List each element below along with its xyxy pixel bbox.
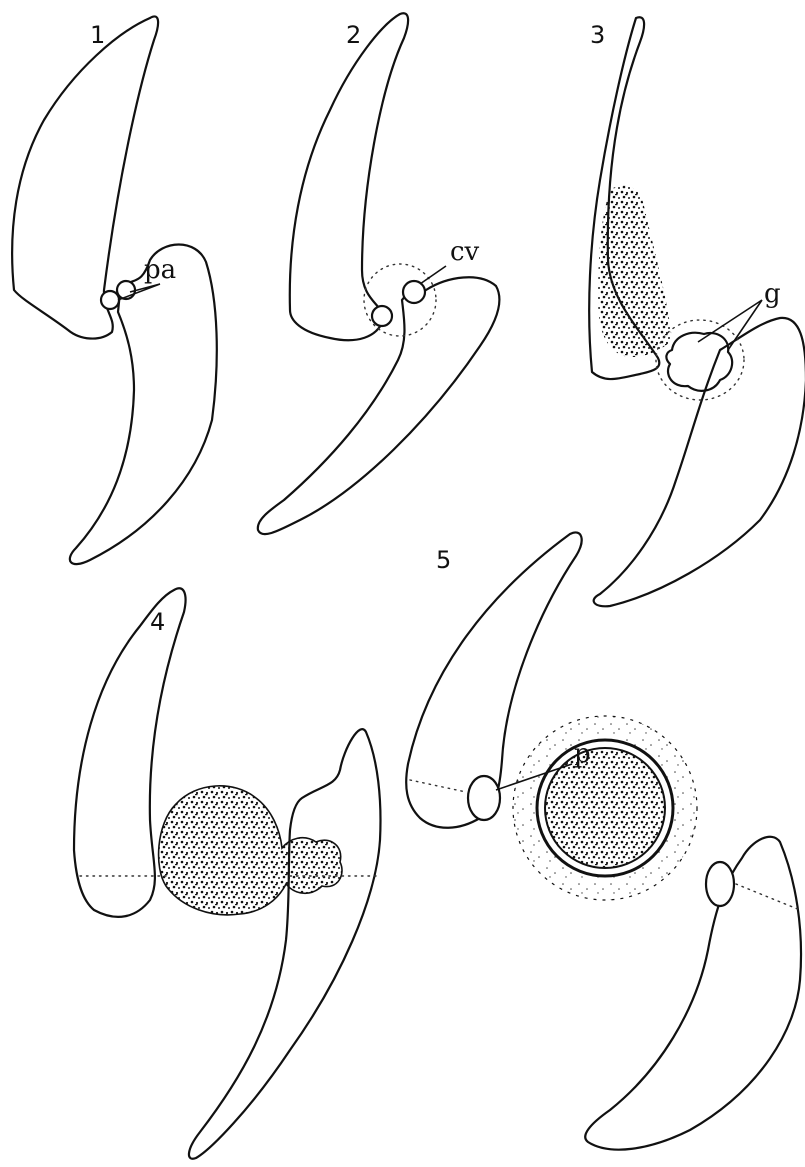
panel-2-number: 2 xyxy=(346,21,361,49)
panel-1-lower-cell xyxy=(70,245,217,565)
panel-5-upper-axis xyxy=(410,780,466,792)
panel-1-gamete-left xyxy=(101,291,119,309)
panel-5-lower-axis xyxy=(736,884,800,910)
panel-3-g-label: g xyxy=(764,279,781,309)
panel-3-lower-cell xyxy=(594,318,805,606)
panel-5-zygote-inner xyxy=(545,748,665,868)
panel-2-gamete-right xyxy=(403,281,425,303)
panel-2-cv-label: cv xyxy=(450,237,480,267)
panel-5-p-label: p xyxy=(574,739,591,769)
panel-2: 2 cv xyxy=(258,13,500,534)
panel-5-number: 5 xyxy=(436,546,451,574)
panel-3-upper-stipple xyxy=(598,185,672,357)
panel-4-zygote-mass xyxy=(159,786,342,915)
panel-5-pore-lower xyxy=(706,862,734,906)
panel-2-vacuole xyxy=(364,264,436,336)
panel-2-upper-cell xyxy=(290,13,408,340)
panel-5: 5 p xyxy=(406,532,801,1149)
panel-1-number: 1 xyxy=(90,21,105,49)
panel-4-number: 4 xyxy=(150,608,165,636)
panel-4: 4 xyxy=(74,588,380,1159)
panel-1-pa-label: pa xyxy=(144,255,176,285)
panel-3: 3 g xyxy=(589,17,805,606)
panel-2-gamete-left xyxy=(372,306,392,326)
panel-1: 1 pa xyxy=(12,16,217,564)
panel-5-pore-upper xyxy=(468,776,500,820)
panel-3-number: 3 xyxy=(590,21,605,49)
